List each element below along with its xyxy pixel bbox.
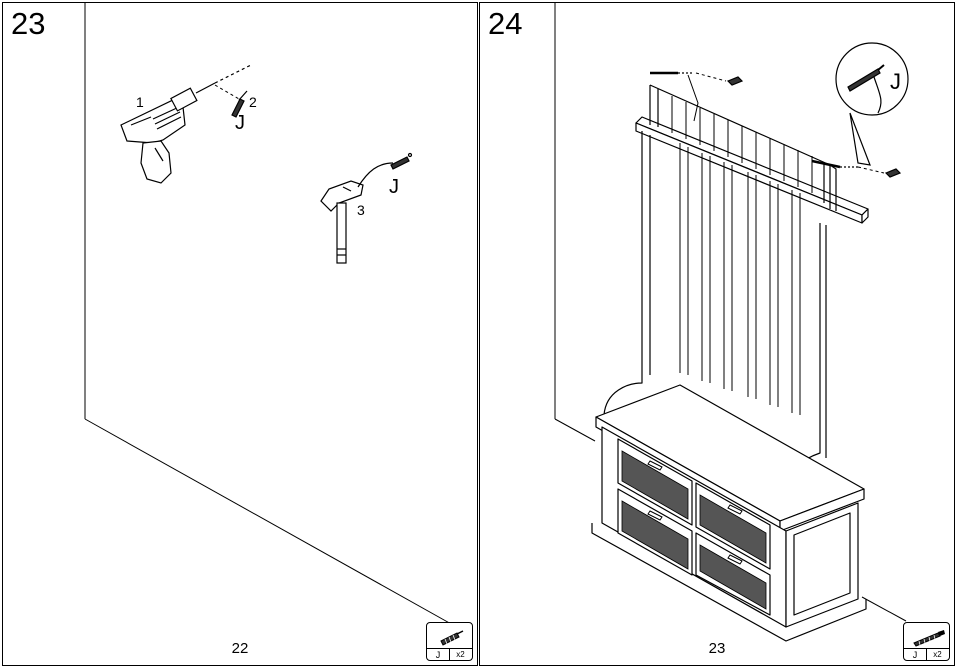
anchor-into-wall-icon [390,152,413,170]
callout-anchor: 2 [249,94,257,110]
part-label-detail: J [890,69,901,94]
hardware-part-code: J [427,648,450,660]
callout-hammer: 3 [357,202,365,218]
power-drill-icon [120,64,252,184]
hammer-icon [320,162,394,264]
wall-anchor-icon [231,90,248,118]
part-label-hammer: J [389,176,399,198]
drawer-handles [647,460,743,565]
step-number: 24 [488,6,523,41]
hall-tree-illustration: J [554,3,909,642]
wall-anchor-illustration: 1 2 J 3 J [84,3,454,626]
rattan-drawer-panels [621,450,767,610]
hardware-part-code: J [904,648,927,660]
step-number: 23 [11,6,46,41]
instruction-page-step-24: 24 [479,2,955,666]
screw-icon [913,630,945,647]
wall-corner-lines [554,3,907,622]
detail-magnifier [835,42,909,166]
anti-tip-screws [650,71,902,178]
hardware-box: J x2 [426,622,473,661]
wall-corner-lines [84,3,454,626]
page-number: 23 [708,640,726,657]
part-label-anchor: J [235,112,245,134]
callout-drill: 1 [136,94,144,110]
hardware-box: J x2 [903,622,950,661]
screw-anchor-icon [440,630,464,646]
hardware-quantity: x2 [926,648,949,660]
instruction-page-step-23: 23 1 2 J [2,2,478,666]
page-number: 22 [231,640,249,657]
hardware-quantity: x2 [449,648,472,660]
